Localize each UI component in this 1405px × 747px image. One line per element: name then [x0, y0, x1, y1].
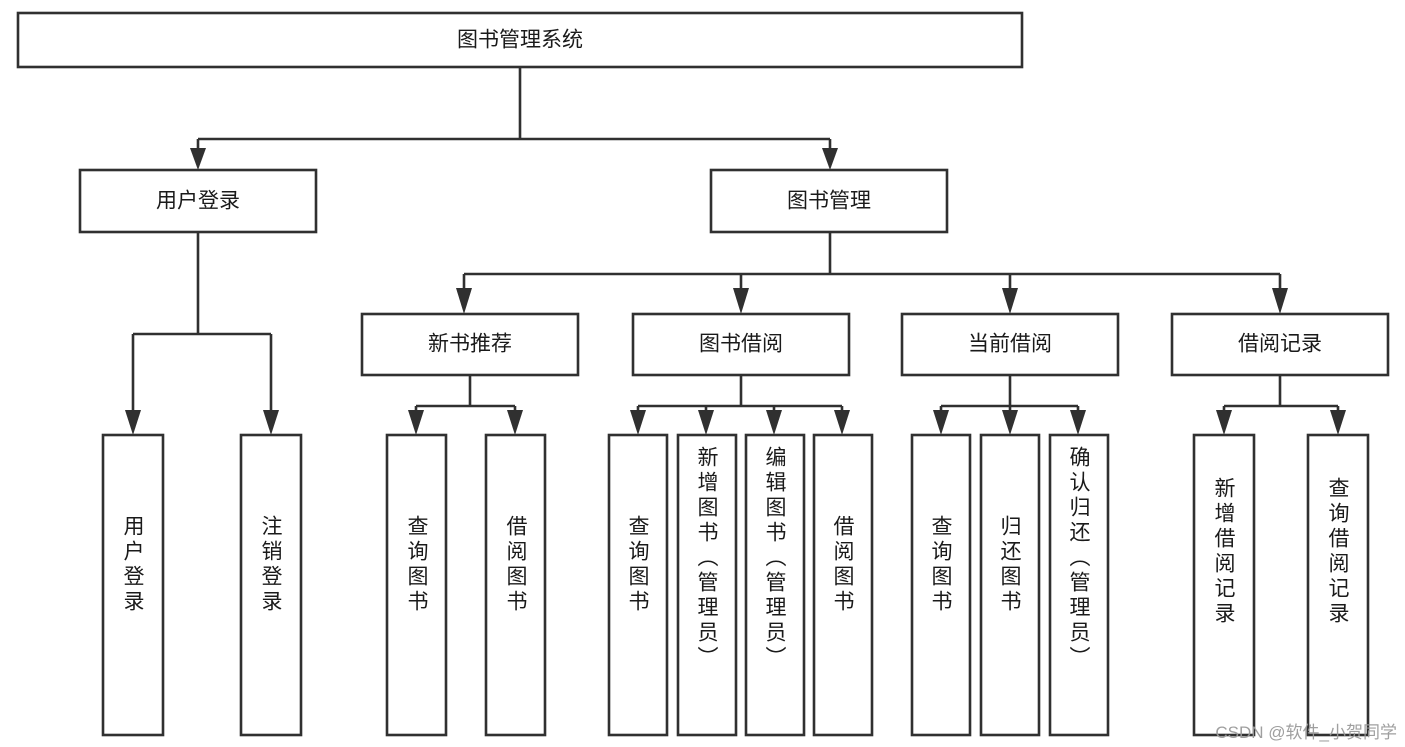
node-user-login-label: 用户登录	[156, 190, 240, 213]
connector-group-borrow-record	[1216, 375, 1346, 435]
arrowhead-bb-query	[630, 410, 646, 435]
connector-group-book-manage	[456, 232, 1288, 314]
connector-group-book-borrow	[630, 375, 850, 435]
node-book-borrow-box[interactable]	[631, 312, 851, 377]
node-current-borrow-label: 当前借阅	[968, 333, 1052, 356]
leaf-box-bb-add[interactable]	[676, 433, 738, 737]
node-root-box[interactable]	[16, 11, 1024, 69]
arrowhead-bb-edit	[766, 410, 782, 435]
node-book-manage-label: 图书管理	[787, 190, 871, 213]
leaf-box-bb-borrow[interactable]	[812, 433, 874, 737]
connector-group-new-book-rec	[408, 375, 523, 435]
connector-group-user-login	[125, 232, 279, 435]
leaf-box-bb-edit[interactable]	[744, 433, 806, 737]
arrowhead-bb-borrow	[834, 410, 850, 435]
connector-group-root	[190, 67, 838, 170]
arrowhead-br-add	[1216, 410, 1232, 435]
node-current-borrow-box[interactable]	[900, 312, 1120, 377]
arrowhead-bb-add	[698, 410, 714, 435]
leaf-box-cb-query[interactable]	[910, 433, 972, 737]
arrowhead-book-borrow	[733, 288, 749, 314]
arrowhead-leaf-logout	[263, 410, 279, 435]
arrowhead-borrow-record	[1272, 288, 1288, 314]
arrowhead-nbr-query	[408, 410, 424, 435]
arrowhead-nbr-borrow	[507, 410, 523, 435]
node-root-label: 图书管理系统	[457, 29, 583, 52]
arrowhead-leaf-user-login	[125, 410, 141, 435]
leaf-box-cb-confirm[interactable]	[1048, 433, 1110, 737]
leaf-box-nbr-borrow[interactable]	[484, 433, 547, 737]
leaf-box-br-add[interactable]	[1192, 433, 1256, 737]
leaf-box-br-query[interactable]	[1306, 433, 1370, 737]
node-root[interactable]: 图书管理系统	[16, 11, 1024, 69]
node-new-book-rec-box[interactable]	[360, 312, 580, 377]
node-new-book-rec[interactable]: 新书推荐	[360, 312, 580, 377]
node-book-manage[interactable]: 图书管理	[709, 168, 949, 234]
arrowhead-book-manage	[822, 148, 838, 170]
connector-group-current-borrow	[933, 375, 1086, 435]
node-book-manage-box[interactable]	[709, 168, 949, 234]
arrowhead-current-borrow	[1002, 288, 1018, 314]
leaf-box-user-login[interactable]	[101, 433, 165, 737]
arrowhead-cb-query	[933, 410, 949, 435]
arrowhead-cb-confirm	[1070, 410, 1086, 435]
arrowhead-new-book-rec	[456, 288, 472, 314]
node-new-book-rec-label: 新书推荐	[428, 333, 512, 356]
node-book-borrow-label: 图书借阅	[699, 333, 783, 356]
leaf-box-nbr-query[interactable]	[385, 433, 448, 737]
leaf-box-bb-query[interactable]	[607, 433, 669, 737]
node-current-borrow[interactable]: 当前借阅	[900, 312, 1120, 377]
node-book-borrow[interactable]: 图书借阅	[631, 312, 851, 377]
node-borrow-record-label: 借阅记录	[1238, 333, 1322, 356]
arrowhead-cb-return	[1002, 410, 1018, 435]
leaf-box-logout[interactable]	[239, 433, 303, 737]
node-user-login[interactable]: 用户登录	[78, 168, 318, 234]
node-borrow-record-box[interactable]	[1170, 312, 1390, 377]
arrowhead-br-query	[1330, 410, 1346, 435]
arrowhead-user-login	[190, 148, 206, 170]
node-user-login-box[interactable]	[78, 168, 318, 234]
node-borrow-record[interactable]: 借阅记录	[1170, 312, 1390, 377]
leaf-box-cb-return[interactable]	[979, 433, 1041, 737]
